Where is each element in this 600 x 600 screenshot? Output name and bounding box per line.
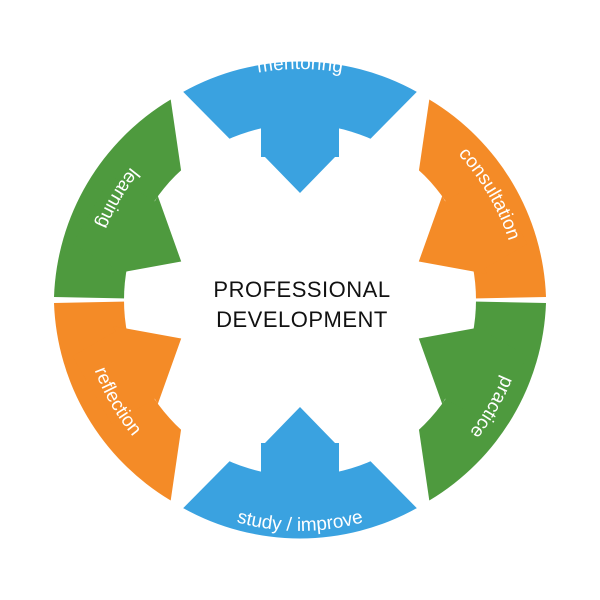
arrow-consultation — [418, 176, 528, 274]
arrow-practice — [418, 326, 528, 424]
center-title: PROFESSIONAL DEVELOPMENT — [213, 277, 390, 332]
inward-arrows — [72, 115, 528, 485]
arrow-learning — [72, 176, 182, 274]
center-title-line2: DEVELOPMENT — [216, 307, 388, 332]
arrow-study-improve — [261, 407, 339, 485]
center-disc — [124, 124, 476, 476]
center-title-line1: PROFESSIONAL — [213, 277, 390, 302]
arrow-reflection — [72, 326, 182, 424]
arrow-mentoring — [261, 115, 339, 193]
